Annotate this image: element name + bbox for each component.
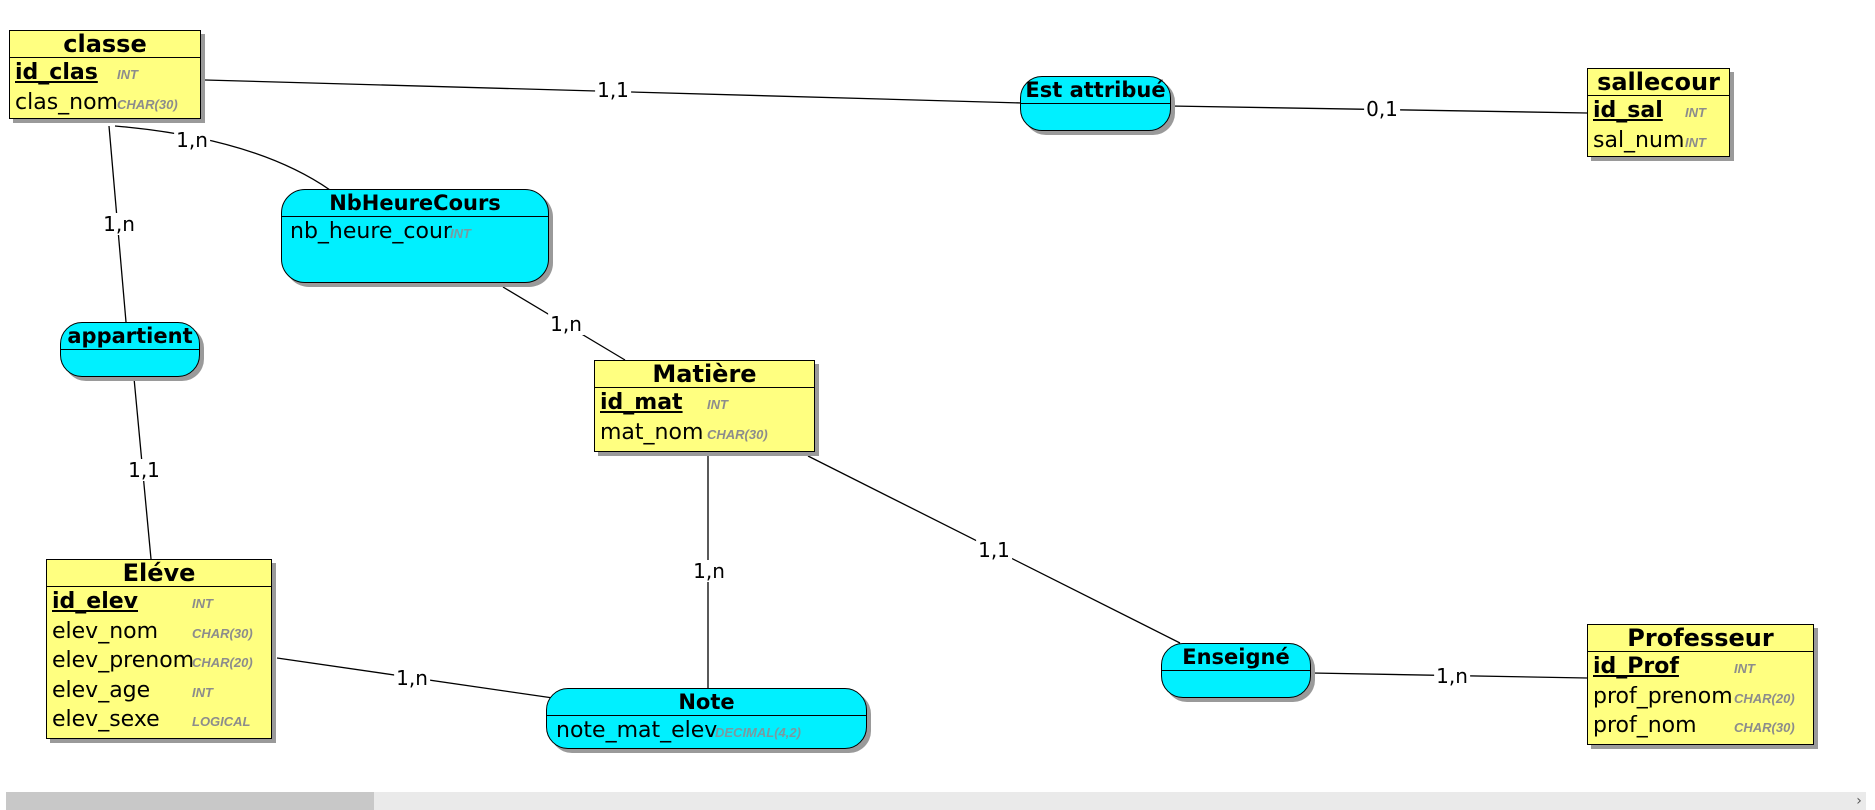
entity-title: Professeur xyxy=(1588,625,1813,652)
association-title: Est attribué xyxy=(1021,77,1170,104)
attribute-type: CHAR(30) xyxy=(707,426,768,442)
cardinality-classe-appartient: 1,n xyxy=(101,212,137,236)
entity-sallecour[interactable]: sallecour id_sal INT sal_num INT xyxy=(1587,68,1734,161)
attribute-name: elev_prenom xyxy=(52,648,195,673)
attribute-row: elev_prenom CHAR(20) xyxy=(47,646,271,676)
attribute-type: CHAR(30) xyxy=(1734,720,1795,735)
association-est-attribue[interactable]: Est attribué xyxy=(1020,76,1175,135)
attribute-row: id_clas INT xyxy=(10,58,200,88)
attribute-name: prof_nom xyxy=(1593,713,1697,738)
attribute-name: prof_prenom xyxy=(1593,683,1733,709)
entity-title: Matière xyxy=(595,361,814,388)
cardinality-matiere-nbheurecours: 1,n xyxy=(548,312,584,336)
attribute-type: INT xyxy=(450,226,471,241)
attribute-name: sal_num xyxy=(1593,127,1685,153)
attribute-type: INT xyxy=(192,596,213,611)
attribute-type: CHAR(30) xyxy=(192,625,253,641)
association-attribute-row: note_mat_elev DECIMAL(4,2) xyxy=(547,716,866,746)
attribute-type: INT xyxy=(707,397,728,412)
attribute-row: elev_nom CHAR(30) xyxy=(47,617,271,647)
attribute-type: CHAR(30) xyxy=(117,96,178,112)
attribute-row: id_mat INT xyxy=(595,388,814,418)
cardinality-eleve-appartient: 1,1 xyxy=(126,458,162,482)
attribute-row: id_elev INT xyxy=(47,587,271,617)
attribute-name: elev_nom xyxy=(52,618,159,644)
attribute-name: elev_age xyxy=(52,677,151,703)
attribute-row: sal_num INT xyxy=(1588,126,1729,156)
attribute-name: nb_heure_cour xyxy=(290,219,452,244)
entity-eleve[interactable]: Eléve id_elev INT elev_nom CHAR(30) elev… xyxy=(46,559,276,743)
attribute-row: clas_nom CHAR(30) xyxy=(10,88,200,118)
attribute-name-primary-key: id_mat xyxy=(600,390,683,415)
attribute-row: mat_nom CHAR(30) xyxy=(595,418,814,448)
entity-professeur[interactable]: Professeur id_Prof INT prof_prenom CHAR(… xyxy=(1587,624,1818,749)
attribute-type: INT xyxy=(1734,661,1755,676)
cardinality-classe-nbheurecours: 1,n xyxy=(174,128,210,152)
cardinality-professeur-enseigne: 1,n xyxy=(1434,664,1470,688)
link-classe-nbheurecours xyxy=(114,125,331,191)
attribute-name: elev_sexe xyxy=(52,707,160,732)
cardinality-eleve-note: 1,n xyxy=(394,666,430,690)
association-note[interactable]: Note note_mat_elev DECIMAL(4,2) xyxy=(546,688,871,753)
entity-title: classe xyxy=(10,31,200,58)
attribute-type: INT xyxy=(1685,134,1706,150)
attribute-row: id_Prof INT xyxy=(1588,652,1813,682)
association-title: appartient xyxy=(61,323,199,350)
association-appartient[interactable]: appartient xyxy=(60,322,204,381)
attribute-row: elev_sexe LOGICAL xyxy=(47,705,271,735)
cardinality-matiere-enseigne: 1,1 xyxy=(976,538,1012,562)
attribute-name-primary-key: id_elev xyxy=(52,589,139,614)
association-enseigne[interactable]: Enseigné xyxy=(1161,643,1315,702)
attribute-type: INT xyxy=(192,684,213,700)
attribute-type: INT xyxy=(1685,105,1706,120)
entity-title: Eléve xyxy=(47,560,271,587)
entity-classe[interactable]: classe id_clas INT clas_nom CHAR(30) xyxy=(9,30,205,123)
attribute-type: CHAR(20) xyxy=(1734,690,1795,706)
attribute-name: mat_nom xyxy=(600,419,704,445)
attribute-row: prof_prenom CHAR(20) xyxy=(1588,682,1813,712)
association-title: NbHeureCours xyxy=(282,190,548,217)
attribute-name: clas_nom xyxy=(15,89,118,115)
attribute-name-primary-key: id_sal xyxy=(1593,98,1663,123)
entity-title: sallecour xyxy=(1588,69,1729,96)
cardinality-classe-est-attribue: 1,1 xyxy=(595,78,631,102)
scrollbar-thumb[interactable] xyxy=(6,792,374,810)
attribute-row: id_sal INT xyxy=(1588,96,1729,126)
attribute-type: INT xyxy=(117,67,138,82)
association-title: Note xyxy=(547,689,866,716)
attribute-name: note_mat_elev xyxy=(556,718,718,743)
association-title: Enseigné xyxy=(1162,644,1310,671)
association-attribute-row: nb_heure_cour INT xyxy=(282,217,548,247)
scroll-right-arrow-icon[interactable]: › xyxy=(1856,793,1862,809)
attribute-row: elev_age INT xyxy=(47,676,271,706)
horizontal-scrollbar[interactable]: › xyxy=(6,792,1866,810)
attribute-name-primary-key: id_clas xyxy=(15,60,98,85)
cardinality-sallecour-est-attribue: 0,1 xyxy=(1364,97,1400,121)
attribute-row: prof_nom CHAR(30) xyxy=(1588,711,1813,741)
attribute-type: LOGICAL xyxy=(192,714,251,729)
attribute-type: CHAR(20) xyxy=(192,655,253,670)
entity-matiere[interactable]: Matière id_mat INT mat_nom CHAR(30) xyxy=(594,360,819,456)
attribute-name-primary-key: id_Prof xyxy=(1593,654,1679,679)
cardinality-matiere-note: 1,n xyxy=(691,559,727,583)
attribute-type: DECIMAL(4,2) xyxy=(715,725,801,740)
association-nbheurecours[interactable]: NbHeureCours nb_heure_cour INT xyxy=(281,189,553,287)
